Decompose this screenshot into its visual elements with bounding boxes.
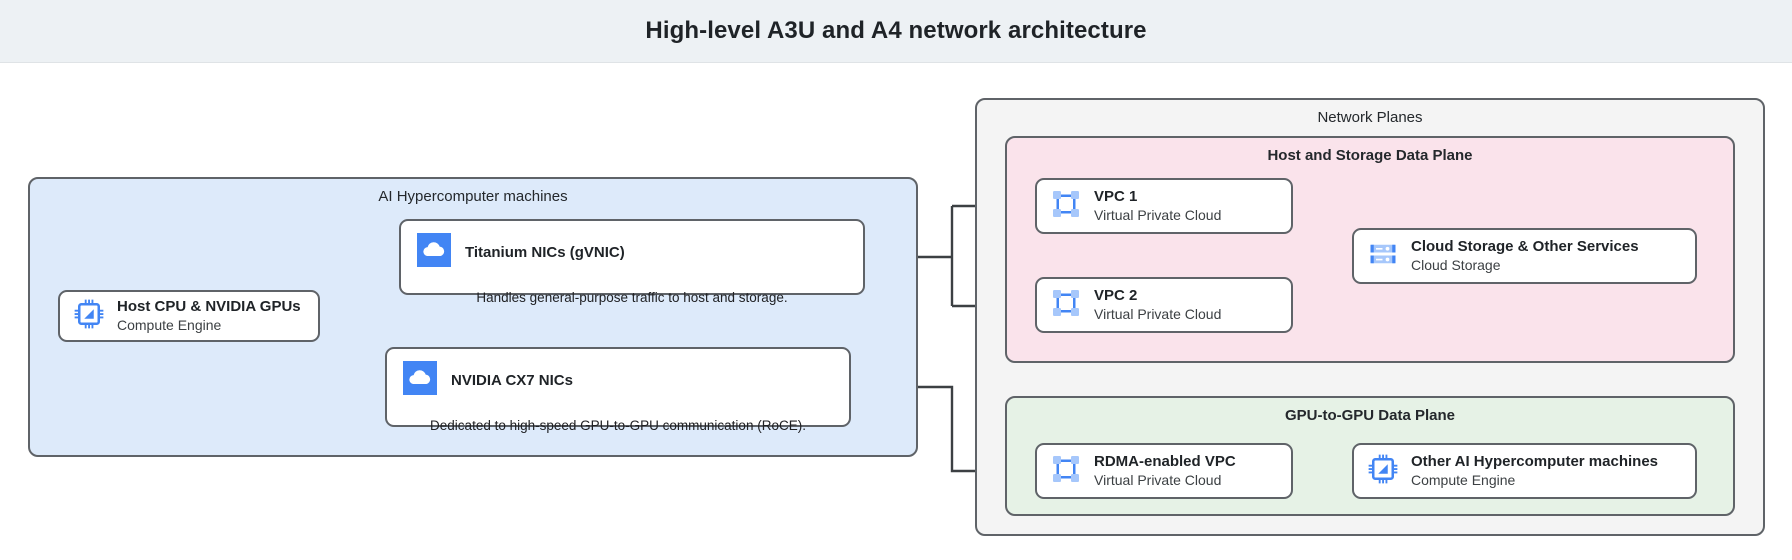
page-title: High-level A3U and A4 network architectu… [645,17,1147,44]
node-other-ai-hypercomputer-machines[interactable]: Other AI Hypercomputer machines Compute … [1352,443,1697,499]
node-vpc-2[interactable]: VPC 2 Virtual Private Cloud [1035,277,1293,333]
node-title: VPC 1 [1094,187,1138,205]
node-description: Handles general-purpose traffic to host … [476,290,788,305]
group-label-ai-hypercomputer: AI Hypercomputer machines [378,188,568,205]
node-text: RDMA-enabled VPC Virtual Private Cloud [1094,453,1236,490]
node-text: Host CPU & NVIDIA GPUs Compute Engine [117,298,301,335]
node-titanium-nics[interactable]: Titanium NICs (gVNIC) Handles general-pu… [399,219,865,305]
node-title: RDMA-enabled VPC [1094,452,1236,470]
node-vpc-1[interactable]: VPC 1 Virtual Private Cloud [1035,178,1293,234]
node-header: NVIDIA CX7 NICs [403,361,833,400]
cpu-chip-icon [74,299,104,334]
storage-icon [1368,239,1398,274]
vpc-icon [1051,454,1081,489]
node-title: NVIDIA CX7 NICs [451,372,573,389]
node-title: Other AI Hypercomputer machines [1411,452,1659,470]
vpc-icon [1051,288,1081,323]
node-cloud-storage[interactable]: Cloud Storage & Other Services Cloud Sto… [1352,228,1697,284]
node-subtitle: Virtual Private Cloud [1094,306,1222,323]
node-nvidia-cx7-nics[interactable]: NVIDIA CX7 NICs Dedicated to high-speed … [385,347,851,433]
node-host-cpu-gpus[interactable]: Host CPU & NVIDIA GPUs Compute Engine [58,290,320,342]
node-text: Other AI Hypercomputer machines Compute … [1411,453,1658,490]
node-subtitle: Virtual Private Cloud [1094,472,1222,489]
node-title: VPC 2 [1094,286,1138,304]
node-title: Titanium NICs (gVNIC) [465,244,625,261]
group-label-gpu-plane: GPU-to-GPU Data Plane [1284,407,1456,424]
node-subtitle: Compute Engine [117,317,222,334]
cloud-icon [403,361,437,400]
group-label-network-planes: Network Planes [1317,109,1423,126]
cpu-chip-icon [1368,454,1398,489]
node-text: VPC 1 Virtual Private Cloud [1094,188,1221,225]
node-subtitle: Cloud Storage [1411,257,1501,274]
title-bar: High-level A3U and A4 network architectu… [0,0,1792,63]
group-label-host-storage-plane: Host and Storage Data Plane [1267,147,1473,164]
node-rdma-enabled-vpc[interactable]: RDMA-enabled VPC Virtual Private Cloud [1035,443,1293,499]
node-description: Dedicated to high-speed GPU-to-GPU commu… [430,418,806,433]
node-title: Cloud Storage & Other Services [1411,237,1639,255]
node-header: Titanium NICs (gVNIC) [417,233,847,272]
node-subtitle: Compute Engine [1411,472,1516,489]
node-subtitle: Virtual Private Cloud [1094,207,1222,224]
node-text: Cloud Storage & Other Services Cloud Sto… [1411,238,1639,275]
node-text: VPC 2 Virtual Private Cloud [1094,287,1221,324]
node-title: Host CPU & NVIDIA GPUs [117,297,301,315]
vpc-icon [1051,189,1081,224]
cloud-icon [417,233,451,272]
